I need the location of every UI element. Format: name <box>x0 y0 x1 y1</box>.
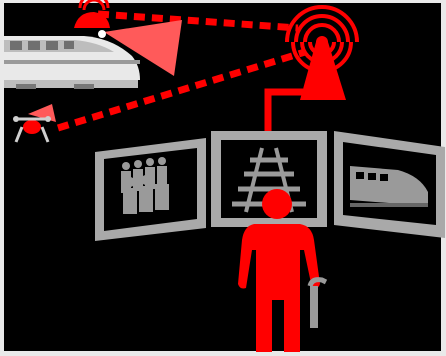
crowd-monitor-icon <box>95 138 206 241</box>
train-monitor-icon <box>334 131 445 238</box>
